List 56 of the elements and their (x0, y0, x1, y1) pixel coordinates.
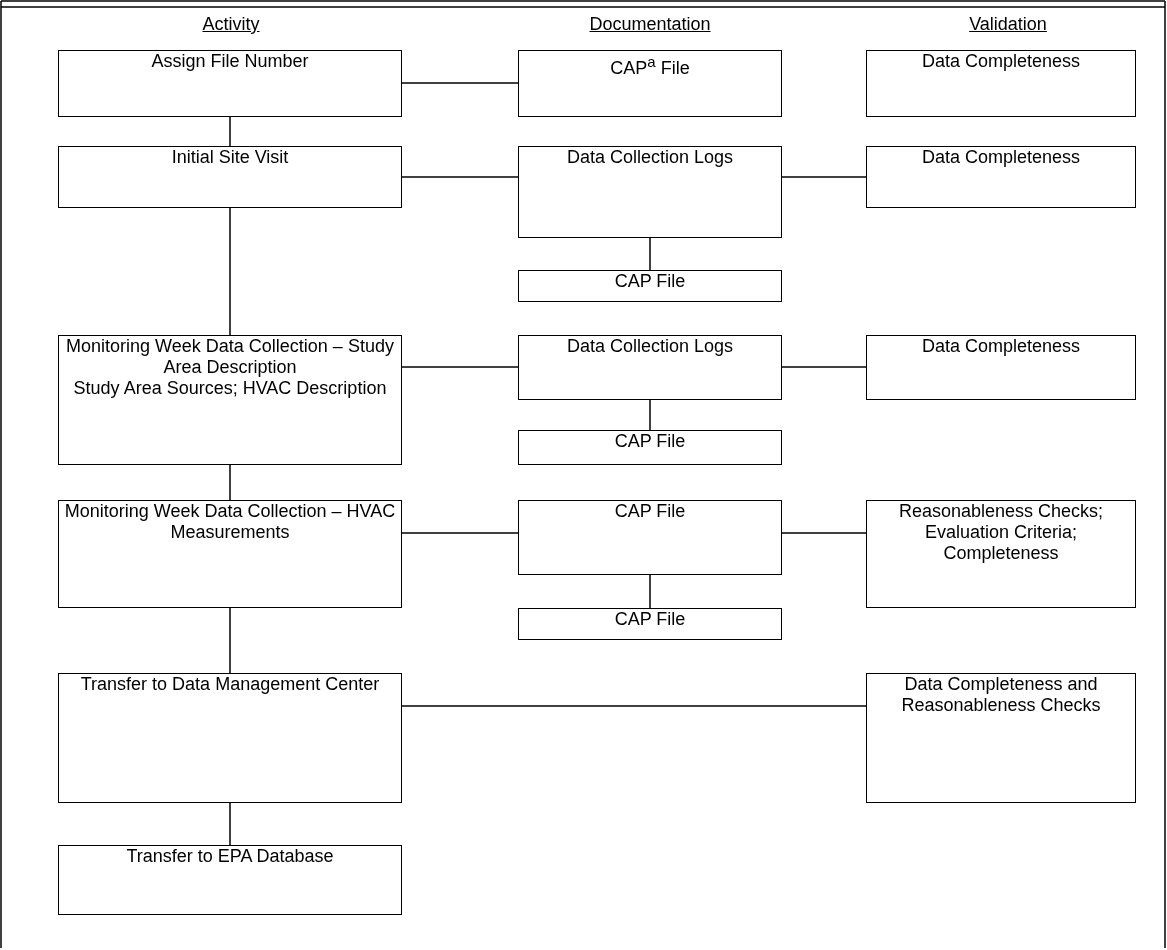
box-text: Data Completeness (920, 147, 1082, 168)
box-text: CAP File (613, 501, 687, 522)
column-heading: Validation (969, 14, 1047, 35)
box-text: CAP File (613, 271, 687, 292)
connector-line (229, 207, 231, 336)
connector-line (229, 607, 231, 674)
box-text: Reasonableness Checks; Evaluation Criteria; Completeness (897, 501, 1105, 564)
process-box (58, 500, 402, 608)
process-box (518, 608, 782, 640)
process-box (58, 673, 402, 803)
process-box (58, 50, 402, 117)
box-text: Data Collection Logs (565, 147, 735, 168)
connector-line (401, 82, 519, 84)
process-box (58, 845, 402, 915)
process-box (866, 500, 1136, 608)
box-text: Study Area Sources; HVAC Description (72, 378, 388, 399)
process-box (58, 146, 402, 208)
process-box (518, 146, 782, 238)
connector-line (229, 116, 231, 147)
connector-line (781, 532, 867, 534)
connector-line (401, 176, 519, 178)
process-box (866, 50, 1136, 117)
box-text: Transfer to EPA Database (125, 846, 335, 867)
connector-line (781, 366, 867, 368)
box-text: Data Completeness and Reasonableness Checks (900, 674, 1102, 716)
box-text: Initial Site Visit (170, 147, 290, 168)
process-box (518, 430, 782, 465)
connector-line (781, 176, 867, 178)
process-box (518, 500, 782, 575)
connector-line (649, 399, 651, 431)
process-box (58, 335, 402, 465)
box-text: Data Collection Logs (565, 336, 735, 357)
box-text: CAP File (613, 609, 687, 630)
connector-line (401, 366, 519, 368)
box-text: Assign File Number (150, 51, 310, 72)
box-text: Transfer to Data Management Center (79, 674, 381, 695)
box-text: Monitoring Week Data Collection – HVAC Measurements (63, 501, 397, 543)
box-text: Monitoring Week Data Collection – Study Area Description (65, 336, 395, 378)
box-text: CAP File (613, 431, 687, 452)
box-text: Data Completeness (920, 51, 1082, 72)
column-heading: Activity (202, 14, 260, 35)
process-box (866, 335, 1136, 400)
process-box (518, 270, 782, 302)
box-text: Data Completeness (920, 336, 1082, 357)
connector-line (401, 532, 519, 534)
process-box (518, 335, 782, 400)
process-box (518, 50, 782, 117)
connector-line (649, 237, 651, 271)
box-text: CAP$^{a}$ File (609, 52, 691, 79)
process-box (866, 673, 1136, 803)
connector-line (229, 802, 231, 846)
process-box (866, 146, 1136, 208)
connector-line (229, 464, 231, 501)
connector-line (401, 705, 867, 707)
column-heading: Documentation (589, 14, 711, 35)
connector-line (649, 574, 651, 609)
